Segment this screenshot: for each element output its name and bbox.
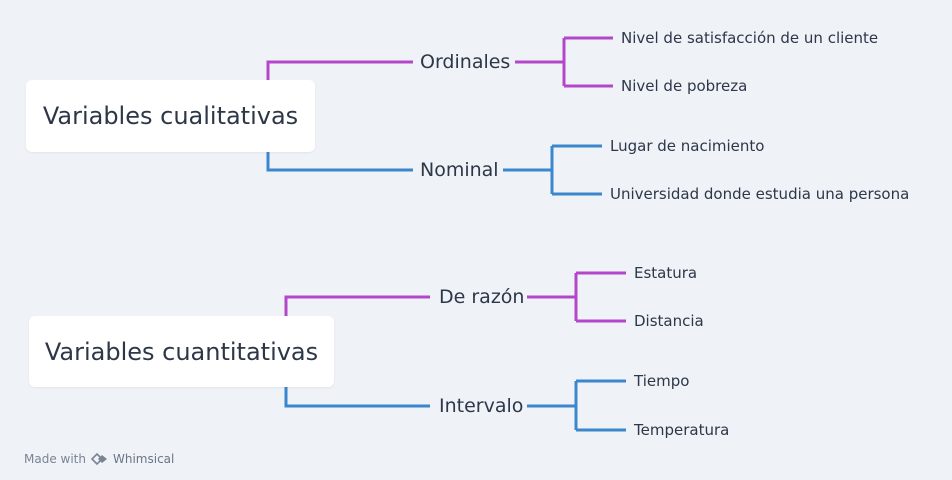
leaf-label[interactable]: Nivel de pobreza [621,77,748,95]
footer-brand: Whimsical [112,452,175,466]
branch-label-nominal[interactable]: Nominal [420,159,499,181]
root-label: Variables cuantitativas [44,337,319,366]
connector-intervalo [284,387,430,408]
connector-ordinales [266,60,413,80]
branch-label-de-razon[interactable]: De razón [439,286,525,308]
footer-prefix: Made with [24,452,86,466]
leaf-label[interactable]: Distancia [634,312,704,330]
branch-label-intervalo[interactable]: Intervalo [439,395,524,417]
leaf-label[interactable]: Temperatura [634,421,730,439]
leaf-label[interactable]: Estatura [634,264,698,282]
leaf-label[interactable]: Lugar de nacimiento [610,137,765,155]
root-node-cuantitativas[interactable]: Variables cuantitativas [29,316,334,387]
leaf-label[interactable]: Tiempo [634,372,690,390]
connector-nominal [266,152,413,172]
root-label: Variables cualitativas [42,102,299,130]
connector-de-razon-leaves [527,271,626,323]
whimsical-logo-icon [90,452,107,466]
leaf-label[interactable]: Universidad donde estudia una persona [610,185,910,203]
branch-label-ordinales[interactable]: Ordinales [420,51,511,73]
connector-nominal-leaves [503,144,602,196]
leaf-label[interactable]: Nivel de satisfacción de un cliente [621,29,879,47]
connector-intervalo-leaves [527,379,626,432]
made-with-footer[interactable]: Made with Whimsical [24,452,174,466]
root-node-cualitativas[interactable]: Variables cualitativas [26,80,315,152]
connector-de-razon [284,295,430,316]
connector-ordinales-leaves [515,36,613,88]
